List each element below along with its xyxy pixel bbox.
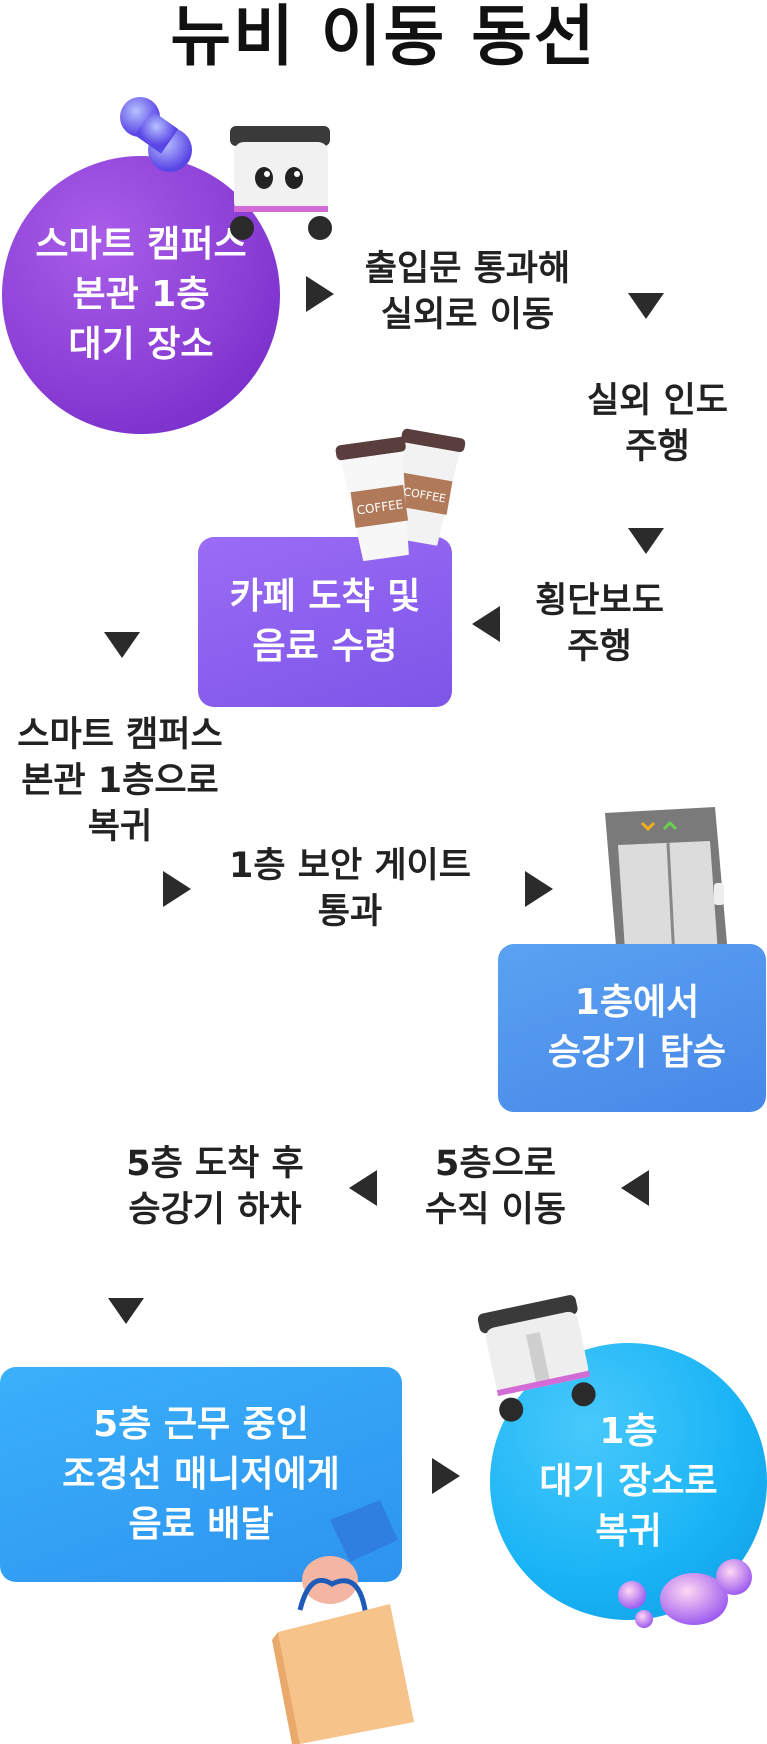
step-gate-out: 출입문 통과해 실외로 이동 (364, 249, 571, 335)
coffee-label: COFFEE (356, 497, 404, 517)
arrow-down-icon (104, 632, 140, 658)
step-security-gate: 1층 보안 게이트 통과 (229, 846, 471, 932)
step-vertical-move: 5층으로 수직 이동 (425, 1144, 566, 1230)
deliver-box: 5층 근무 중인 조경선 매니저에게 음료 배달 (0, 1367, 402, 1582)
arrow-left-icon (349, 1170, 377, 1206)
arrow-down-icon (628, 293, 664, 319)
arrow-right-icon (432, 1458, 460, 1494)
coffee-cup-icon: COFFEE COFFEE (335, 428, 466, 562)
arrow-right-icon (163, 871, 191, 907)
shopping-bag-icon (272, 1500, 414, 1744)
arrow-down-icon (108, 1298, 144, 1324)
blob-decoration-icon (120, 97, 192, 172)
deliver-label: 5층 근무 중인 조경선 매니저에게 음료 배달 (62, 1403, 340, 1545)
step-return-main: 스마트 캠퍼스 본관 1층으로 복귀 (17, 715, 223, 847)
elevator-board-label: 1층에서 승강기 탑승 (547, 982, 727, 1073)
arrow-left-icon (621, 1170, 649, 1206)
robot-icon (230, 126, 332, 240)
blob-decoration-icon (618, 1559, 752, 1628)
step-sidewalk: 실외 인도 주행 (587, 381, 728, 467)
step-crosswalk: 횡단보도 주행 (535, 581, 664, 667)
back-home-label: 1층 대기 장소로 복귀 (539, 1410, 718, 1552)
start-circle: 스마트 캠퍼스 본관 1층 대기 장소 (2, 156, 280, 434)
cafe-box: 카페 도착 및 음료 수령 (198, 537, 452, 707)
elevator-icon (605, 807, 728, 970)
step-elevator-exit: 5층 도착 후 승강기 하차 (126, 1144, 304, 1230)
elevator-board-box: 1층에서 승강기 탑승 (498, 944, 766, 1112)
arrow-right-icon (306, 276, 334, 312)
robot-icon (478, 1295, 596, 1422)
page-title: 뉴비 이동 동선 (170, 0, 597, 75)
arrow-right-icon (525, 871, 553, 907)
cafe-label: 카페 도착 및 음료 수령 (229, 576, 421, 667)
arrow-down-icon (628, 528, 664, 554)
arrow-left-icon (472, 606, 500, 642)
start-label: 스마트 캠퍼스 본관 1층 대기 장소 (35, 224, 247, 365)
